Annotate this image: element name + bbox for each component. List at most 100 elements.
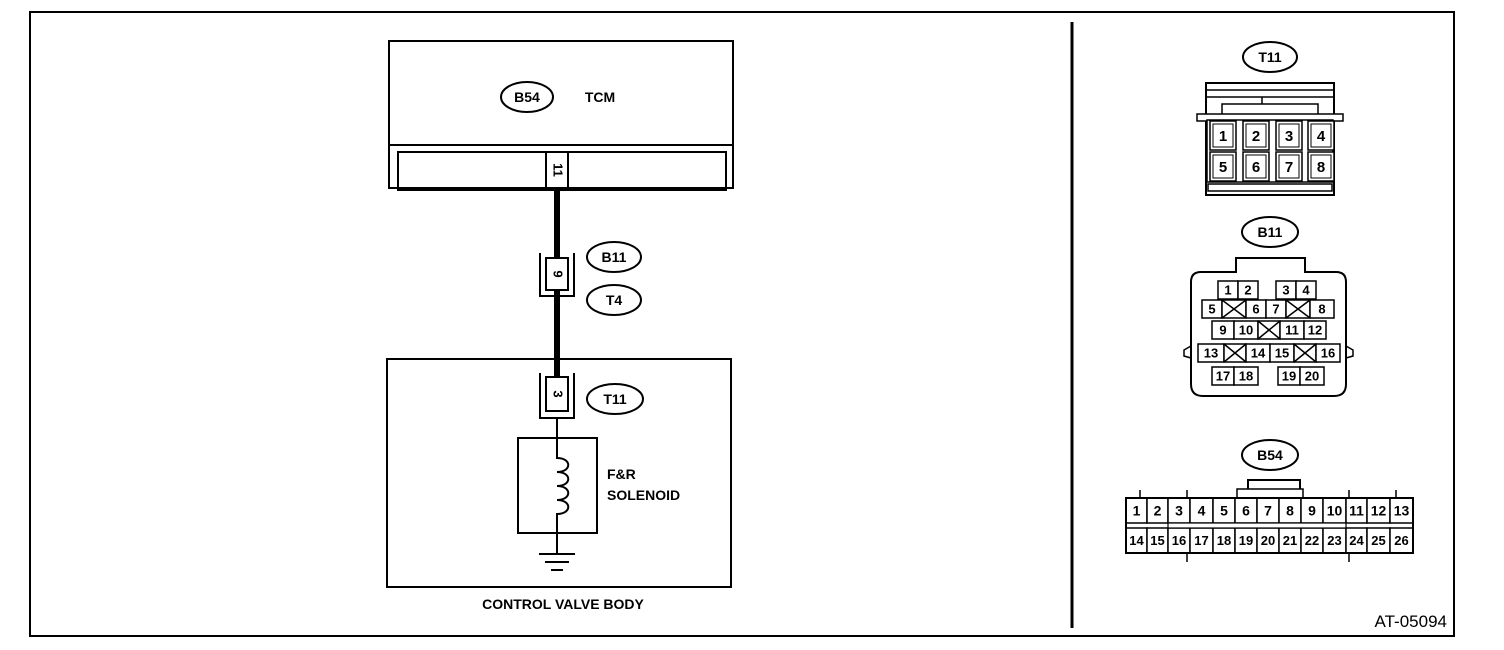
b11-pin-9: 9	[1219, 323, 1226, 338]
t11-pin-8-cell	[1307, 151, 1335, 182]
b54-pin-17: 17	[1194, 533, 1208, 548]
b54-face-id: B54	[1257, 447, 1283, 463]
mid-male-id: B11	[602, 249, 627, 265]
solenoid-coil-icon	[556, 438, 570, 533]
valve-body-label: CONTROL VALVE BODY	[482, 596, 644, 612]
b11-pin-12-cell	[1303, 320, 1327, 340]
b11-pin-15: 15	[1275, 346, 1289, 361]
t11-pin-4-cell	[1307, 120, 1335, 151]
t11-pin-6-socket	[1245, 154, 1267, 179]
b54-pin-2: 2	[1154, 503, 1162, 519]
t11-pin-6: 6	[1252, 159, 1260, 176]
solenoid-label-1: F&R	[607, 466, 636, 482]
t11-pin-2-socket	[1245, 123, 1267, 148]
tcm-connector-tag	[500, 81, 554, 113]
b54-pin-9: 9	[1308, 503, 1316, 519]
b11-pin-18: 18	[1239, 369, 1253, 384]
t11-pin-4-socket	[1310, 123, 1332, 148]
b11-face-id: B11	[1258, 224, 1283, 240]
t11-face-id: T11	[1258, 49, 1282, 65]
b11-pin-6: 6	[1252, 302, 1259, 317]
tcm-name: TCM	[585, 89, 615, 105]
t11-pin-5-socket	[1212, 154, 1234, 179]
mid-pin-label: 9	[551, 270, 566, 277]
b54-pin-4: 4	[1198, 503, 1206, 519]
b11-pin-4-cell	[1295, 280, 1317, 300]
b11-pin-10: 10	[1239, 323, 1253, 338]
b54-pin-16: 16	[1172, 533, 1186, 548]
b54-pin-12: 12	[1371, 503, 1387, 519]
t11-pin-7: 7	[1285, 159, 1293, 176]
b54-pin-13: 13	[1394, 503, 1410, 519]
t11-pin-2: 2	[1252, 128, 1260, 145]
t11-pin-8: 8	[1317, 159, 1325, 176]
b11-pin-5: 5	[1208, 302, 1215, 317]
inline-connector-b11-t4: 9 B11 T4	[539, 241, 642, 316]
solenoid-label-2: SOLENOID	[607, 487, 680, 503]
t11-face-tag	[1242, 41, 1298, 73]
b11-pin-8: 8	[1318, 302, 1325, 317]
t11-pin-2-cell	[1242, 120, 1270, 151]
b11-tag	[586, 241, 642, 273]
b11-pin-12: 12	[1308, 323, 1322, 338]
tcm-connector-id: B54	[514, 89, 540, 105]
b54-pin-18: 18	[1217, 533, 1231, 548]
control-valve-body: 3 T11 F&R SOLENOID	[386, 358, 732, 588]
t11-pin-3-cell	[1275, 120, 1303, 151]
b54-pin-6: 6	[1242, 503, 1250, 519]
b11-face-tag	[1241, 216, 1299, 248]
b54-pin-25: 25	[1371, 533, 1385, 548]
b54-pin-7: 7	[1264, 503, 1272, 519]
t11-tag	[586, 383, 644, 415]
b54-pin-23: 23	[1327, 533, 1341, 548]
b54-pin-22: 22	[1305, 533, 1319, 548]
b11-pin-3: 3	[1282, 283, 1289, 298]
b54-face-tag	[1241, 439, 1299, 471]
b54-pin-20: 20	[1261, 533, 1275, 548]
tcm-unit: 11 B54 TCM	[388, 40, 734, 191]
b54-housing	[1125, 497, 1414, 554]
b11-pin-18-cell	[1233, 366, 1259, 386]
valve-pin-label: 3	[551, 390, 566, 397]
b54-pin-15: 15	[1150, 533, 1164, 548]
b54-centre-rib	[1167, 522, 1347, 529]
t11-pin-1-socket	[1212, 123, 1234, 148]
outer-frame	[29, 11, 1455, 637]
b54-pin-11: 11	[1349, 503, 1364, 519]
b54-pin-1: 1	[1133, 503, 1141, 519]
b54-pin-24: 24	[1349, 533, 1364, 548]
b11-pin-16: 16	[1321, 346, 1335, 361]
b54-pin-10: 10	[1327, 503, 1343, 519]
figure-reference: AT-05094	[1375, 612, 1447, 631]
b11-pin-4: 4	[1302, 283, 1310, 298]
b11-pin-1: 1	[1224, 283, 1231, 298]
t11-pin-1-cell	[1209, 120, 1237, 151]
b11-pin-20: 20	[1305, 369, 1319, 384]
t4-tag	[586, 284, 642, 316]
b54-pin-5: 5	[1220, 503, 1228, 519]
b11-pin-2: 2	[1244, 283, 1251, 298]
b54-pin-3: 3	[1175, 503, 1183, 519]
t11-pin-3: 3	[1285, 128, 1293, 145]
b11-pin-14: 14	[1251, 346, 1266, 361]
t11-pin-4: 4	[1317, 128, 1326, 145]
ground-icon	[539, 533, 575, 571]
t11-pin-7-socket	[1278, 154, 1300, 179]
t11-pin-5-cell	[1209, 151, 1237, 182]
tcm-pin-label: 11	[551, 163, 566, 177]
b11-pin-11: 11	[1285, 323, 1299, 338]
b11-pin-16-cell	[1315, 343, 1341, 363]
b11-pin-17: 17	[1216, 369, 1230, 384]
mid-female-id: T4	[606, 292, 623, 308]
t11-pin-1: 1	[1219, 128, 1227, 145]
b54-pin-8: 8	[1286, 503, 1294, 519]
tcm-pin-box	[545, 151, 569, 189]
b11-pin-7: 7	[1272, 302, 1279, 317]
b54-pin-26: 26	[1394, 533, 1408, 548]
b11-pin-2-cell	[1237, 280, 1259, 300]
b11-pin-13: 13	[1204, 346, 1218, 361]
t11-pin-6-cell	[1242, 151, 1270, 182]
t11-pin-5: 5	[1219, 159, 1227, 176]
